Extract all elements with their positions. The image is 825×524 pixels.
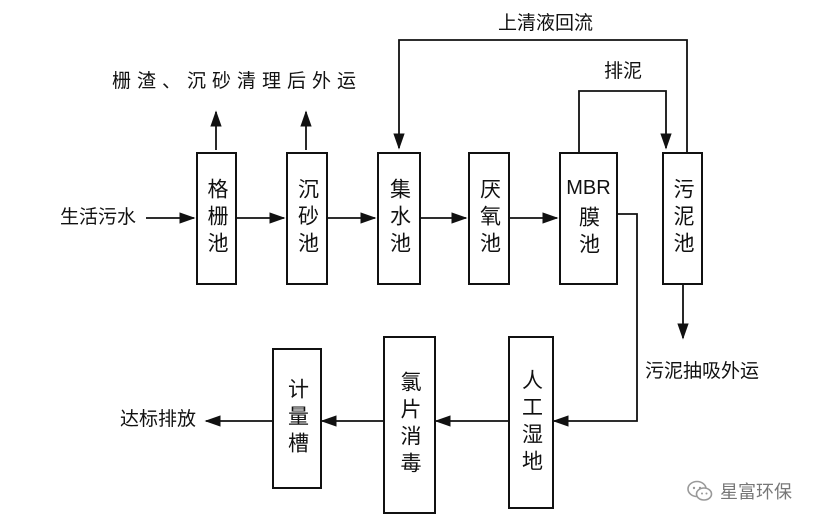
watermark: 星富环保	[686, 478, 792, 504]
label-sludge-out: 污泥抽吸外运	[645, 360, 760, 382]
label-screenings: 栅渣、沉砂清理后外运	[112, 70, 363, 92]
unit-metering-tank: 计量槽	[272, 348, 322, 489]
unit-label: 膜池	[576, 206, 601, 260]
line-supernatant-return	[393, 39, 688, 152]
line-sludge-discharge	[578, 90, 672, 152]
label-effluent: 达标排放	[120, 408, 197, 430]
label-supernatant-return: 上清液回流	[498, 12, 594, 34]
unit-grit-tank: 沉砂池	[286, 152, 328, 285]
unit-anaerobic-tank: 厌氧池	[468, 152, 510, 285]
unit-label: 沉砂池	[295, 178, 320, 259]
watermark-text: 星富环保	[720, 482, 792, 503]
label-inlet: 生活污水	[60, 206, 137, 228]
unit-label: 计量槽	[285, 378, 310, 459]
unit-label-mbr: MBR	[566, 177, 611, 199]
unit-label: 污泥池	[671, 178, 695, 259]
unit-collection-tank: 集水池	[377, 152, 421, 285]
unit-chlorine-disinfection: 氯片消毒	[383, 336, 436, 514]
unit-label: 人工湿地	[519, 368, 544, 477]
label-sludge-discharge: 排泥	[604, 60, 643, 82]
line-mbr-to-wetland	[552, 213, 638, 427]
unit-label: 厌氧池	[477, 178, 502, 259]
unit-sludge-tank: 污泥池	[662, 152, 703, 285]
unit-label: 氯片消毒	[398, 371, 422, 479]
unit-label: 格栅池	[205, 178, 229, 259]
unit-mbr-tank: MBR 膜池	[559, 152, 618, 285]
unit-constructed-wetland: 人工湿地	[508, 336, 554, 509]
unit-grid-tank: 格栅池	[196, 152, 237, 285]
wechat-icon	[687, 480, 713, 501]
unit-label: 集水池	[387, 178, 412, 259]
